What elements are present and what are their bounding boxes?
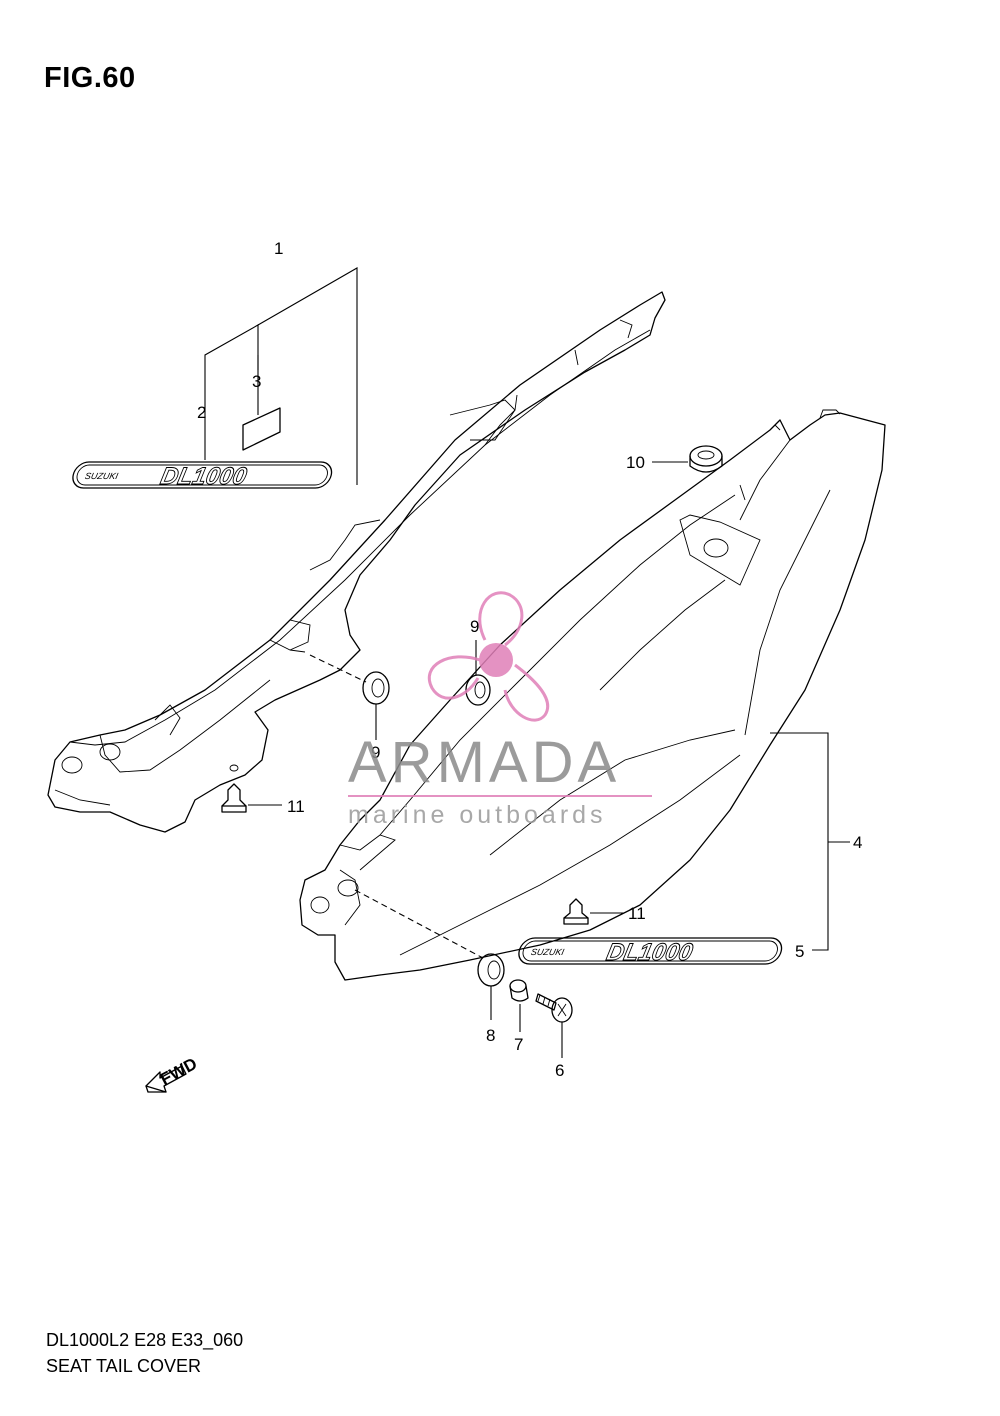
- forward-direction-arrow: FWD: [145, 1054, 200, 1093]
- emblem-brand-text: SUZUKI: [84, 471, 120, 481]
- leader-lines-part-1: [204, 267, 358, 485]
- callout-5: 5: [795, 942, 804, 961]
- callout-2: 2: [197, 403, 206, 422]
- callout-11-left: 11: [287, 797, 305, 816]
- figure-name: SEAT TAIL COVER: [46, 1356, 202, 1376]
- emblem-part-2: SUZUKI DL1000: [72, 461, 333, 490]
- callout-3: 3: [252, 372, 261, 391]
- callout-9-center: 9: [470, 617, 479, 636]
- callout-8: 8: [486, 1026, 495, 1045]
- bolt-part-6: [535, 993, 573, 1058]
- watermark-subtitle: marine outboards: [348, 801, 607, 829]
- forward-arrow-label: FWD: [157, 1054, 200, 1089]
- callout-7: 7: [514, 1035, 523, 1054]
- clip-part-11-left: [221, 783, 282, 813]
- label-sheet-part-3: [242, 407, 281, 451]
- propeller-logo-icon: [428, 591, 550, 722]
- callout-9-left: 9: [371, 743, 380, 762]
- watermark: ARMADA marine outboards: [348, 591, 652, 829]
- callout-10: 10: [626, 453, 645, 472]
- clip-part-11-right: [563, 898, 624, 925]
- emblem-model-text: DL1000: [158, 463, 249, 490]
- callout-4: 4: [853, 833, 862, 852]
- callout-11-right: 11: [628, 904, 646, 923]
- callout-6: 6: [555, 1061, 564, 1080]
- leader-line-part-4: [770, 732, 829, 951]
- callout-1: 1: [274, 239, 283, 258]
- emblem-model-text-2: DL1000: [604, 939, 695, 966]
- emblem-brand-text-2: SUZUKI: [530, 947, 566, 957]
- right-tail-cover: [299, 409, 886, 981]
- grommet-part-10: [652, 445, 723, 473]
- watermark-title: ARMADA: [348, 730, 620, 795]
- grommet-part-9-left: [309, 654, 390, 740]
- figure-code: DL1000L2 E28 E33_060: [46, 1330, 244, 1350]
- left-tail-cover: [47, 291, 666, 833]
- emblem-part-5: SUZUKI DL1000: [518, 937, 783, 966]
- grommet-part-8: [354, 889, 505, 1020]
- collar-part-7: [509, 979, 529, 1032]
- figure-title: FIG.60: [44, 62, 136, 94]
